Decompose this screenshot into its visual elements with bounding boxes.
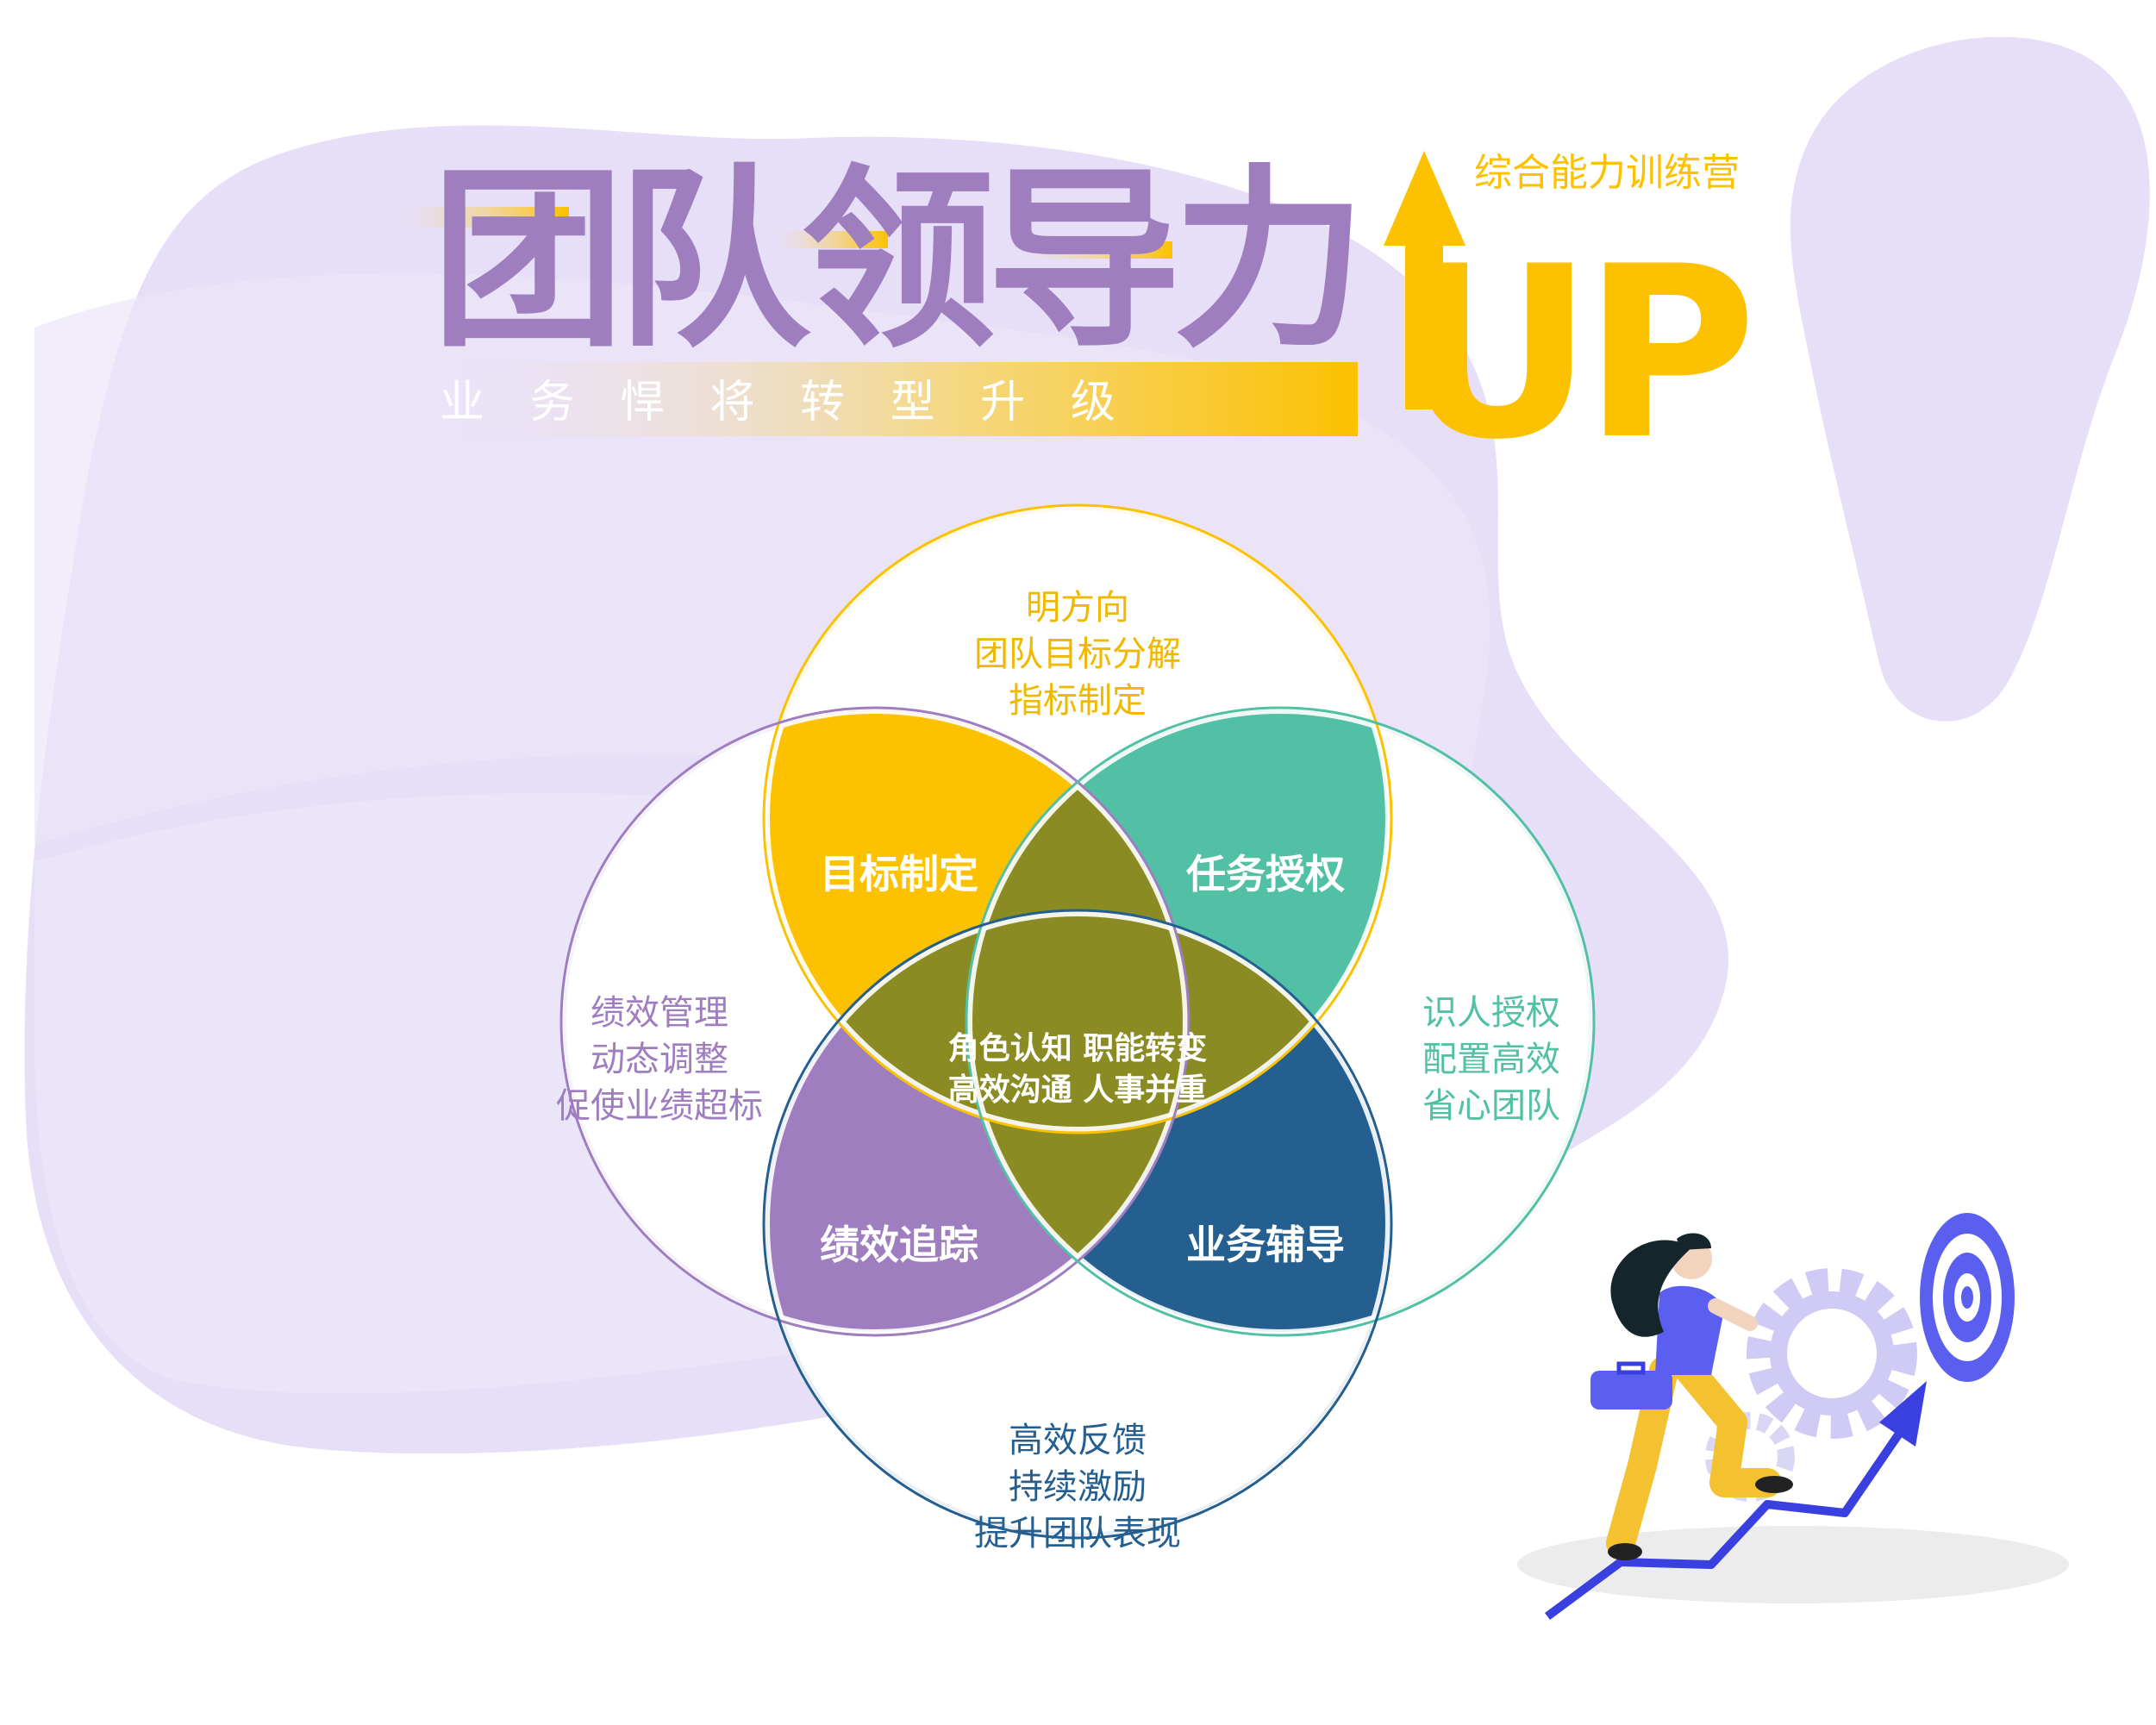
outer-right-1: 识人授权 bbox=[1422, 993, 1560, 1033]
small-gear-icon bbox=[1705, 1412, 1795, 1502]
person-figure bbox=[1590, 1233, 1793, 1560]
briefcase-icon bbox=[1590, 1361, 1672, 1409]
outer-top-3: 指标制定 bbox=[1009, 681, 1147, 721]
growth-arrow bbox=[1545, 1428, 1905, 1621]
outer-bottom-1: 高效反馈 bbox=[1009, 1421, 1147, 1460]
up-text: UP bbox=[1401, 216, 1750, 491]
outer-bottom-3: 提升团队表现 bbox=[974, 1514, 1181, 1553]
outer-left-2: 动态调整 bbox=[591, 1040, 728, 1079]
outer-left-3: 促使业绩超标 bbox=[556, 1086, 763, 1126]
outer-right-2: 配置高效 bbox=[1422, 1040, 1560, 1079]
outer-right-3: 省心团队 bbox=[1422, 1086, 1560, 1126]
arrow-up-icon bbox=[1879, 1381, 1927, 1447]
arrow-up-icon bbox=[1384, 151, 1465, 409]
title-streak-3 bbox=[1026, 241, 1172, 259]
illustration bbox=[1517, 1213, 2069, 1621]
target-icon bbox=[1920, 1213, 2015, 1382]
venn-diagram: 目标制定 任务授权 绩效追踪 业务辅导 角色认知 职能转变 高效沟通 人事并重 … bbox=[556, 503, 1596, 1553]
upper-right-blob bbox=[1790, 36, 2150, 722]
main-title: 团队领导力 bbox=[431, 148, 1358, 374]
center-line-2: 高效沟通 人事并重 bbox=[948, 1072, 1208, 1108]
petal-label-bottom-right: 业务辅导 bbox=[1186, 1222, 1345, 1268]
title-streak-2 bbox=[776, 231, 888, 248]
header: 团队领导力 业 务 悍 将 转 型 升 级 UP 综合能力训练营 bbox=[405, 148, 1760, 491]
center-line-1: 角色认知 职能转变 bbox=[948, 1030, 1208, 1066]
subtitle-bar bbox=[414, 362, 1358, 436]
outer-top-1: 明方向 bbox=[1026, 588, 1129, 628]
gear-icon bbox=[1747, 1268, 1917, 1439]
outer-bottom-2: 持续激励 bbox=[1009, 1467, 1147, 1507]
petal-label-bottom-left: 绩效追踪 bbox=[820, 1222, 978, 1268]
outer-left-1: 绩效管理 bbox=[591, 993, 728, 1033]
outer-top-2: 团队目标分解 bbox=[974, 634, 1181, 674]
title-streak-1 bbox=[405, 207, 569, 228]
ground-shadow bbox=[1517, 1526, 2069, 1603]
subtitle: 业 务 悍 将 转 型 升 级 bbox=[440, 377, 1131, 428]
petal-label-top-right: 任务授权 bbox=[1186, 851, 1345, 897]
badge-text: 综合能力训练营 bbox=[1474, 151, 1740, 195]
petal-label-top-left: 目标制定 bbox=[820, 851, 978, 897]
